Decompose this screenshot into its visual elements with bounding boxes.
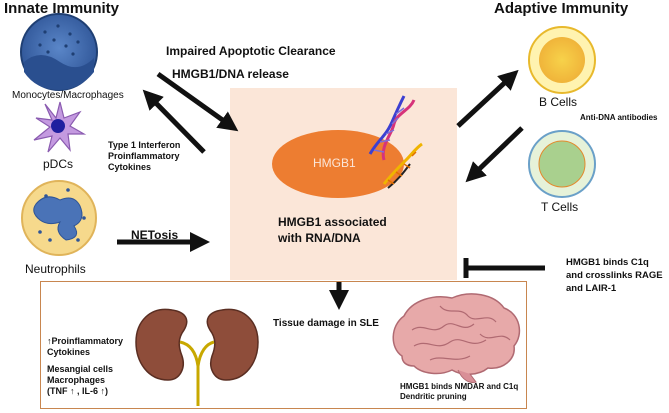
arrow-center-to-innate — [142, 89, 206, 154]
nmdar-label: HMGB1 binds NMDAR and C1q Dendritic prun… — [400, 382, 519, 401]
pdcs-label: pDCs — [43, 157, 74, 171]
neutrophil-cell-icon — [21, 180, 97, 256]
hmgb1-dna-release-label: HMGB1/DNA release — [172, 67, 289, 81]
b-cells-label: B Cells — [539, 95, 578, 109]
anti-dna-antibodies-label: Anti-DNA antibodies — [580, 113, 658, 122]
dna-helix-icon — [368, 95, 423, 189]
b-cell-icon — [528, 26, 596, 94]
monocytes-label: Monocytes/Macrophages — [12, 90, 124, 101]
arrow-center-to-bcells — [456, 69, 519, 128]
hmgb1-ellipse — [272, 130, 404, 198]
innate-immunity-title: Innate Immunity — [4, 0, 120, 17]
t-cell-icon — [528, 130, 596, 198]
hmgb1-associated-label: HMGB1 associated with RNA/DNA — [278, 215, 387, 245]
kidneys-icon — [135, 308, 259, 406]
netosis-label: NETosis — [131, 228, 179, 242]
proinflammatory-label: ↑Proinflammatory Cytokines — [47, 336, 124, 357]
hmgb1-label: HMGB1 — [313, 156, 356, 170]
t-cells-label: T Cells — [541, 200, 579, 214]
c1q-crosslink-label: HMGB1 binds C1q and crosslinks RAGE and … — [566, 257, 663, 294]
tissue-damage-label: Tissue damage in SLE — [273, 318, 379, 329]
monocyte-cell-icon — [20, 13, 98, 91]
brain-icon — [392, 293, 521, 383]
pdc-cell-icon — [33, 101, 87, 153]
tissue-damage-panel — [40, 281, 527, 409]
arrows — [117, 69, 545, 310]
impaired-clearance-label: Impaired Apoptotic Clearance — [166, 44, 336, 58]
arrow-tcells-to-center — [465, 126, 524, 183]
adaptive-immunity-title: Adaptive Immunity — [494, 0, 629, 17]
mesangial-label: Mesangial cells Macrophages (TNF ↑ , IL-… — [47, 364, 114, 396]
arrow-clearance-to-center — [156, 71, 239, 132]
neutrophils-label: Neutrophils — [25, 262, 86, 276]
type1-interferon-label: Type 1 Interferon Proinflammatory Cytoki… — [108, 140, 181, 172]
